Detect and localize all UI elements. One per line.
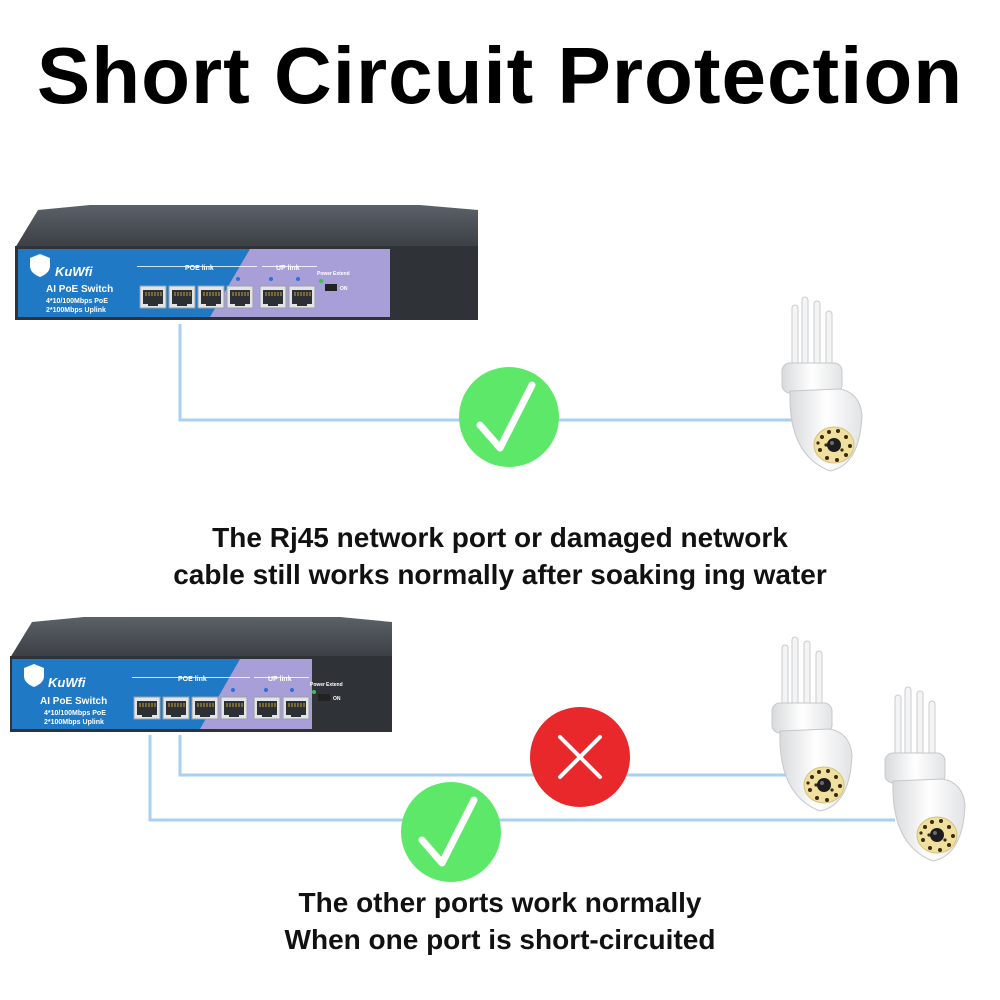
spec-line-2: 2*100Mbps Uplink — [44, 719, 104, 726]
brand-logo-icon — [30, 254, 50, 277]
extend-toggle — [318, 694, 330, 701]
extend-toggle — [325, 284, 337, 291]
rj45-ports — [139, 285, 316, 309]
up-link-label: UP link — [276, 265, 300, 272]
power-label: Power — [317, 271, 332, 277]
lower-cable — [148, 735, 895, 822]
model-name: AI PoE Switch — [46, 284, 113, 295]
bottom-caption-line-2: When one port is short-circuited — [284, 924, 716, 955]
top-caption: The Rj45 network port or damaged network… — [0, 519, 1000, 593]
lower-camera — [884, 686, 966, 862]
brand-logo-icon — [24, 664, 44, 687]
bottom-switch: KuWfi AI PoE Switch 4*10/100Mbps PoE 2*1… — [10, 617, 392, 732]
extend-label: Extend — [333, 271, 350, 277]
poe-link-label: POE link — [178, 676, 207, 683]
brand-name: KuWfi — [55, 264, 93, 279]
checkmark-icon — [476, 381, 536, 452]
model-name: AI PoE Switch — [40, 696, 107, 707]
bottom-caption: The other ports work normally When one p… — [0, 884, 1000, 958]
on-label: ON — [333, 696, 341, 702]
status-leds — [150, 688, 316, 694]
brand-name: KuWfi — [48, 675, 86, 690]
rj45-ports — [133, 696, 310, 720]
bottom-check-badge — [401, 782, 501, 882]
cross-icon — [558, 735, 602, 779]
power-label: Power — [310, 682, 325, 688]
spec-line-2: 2*100Mbps Uplink — [46, 307, 106, 314]
poe-link-label: POE link — [185, 265, 214, 272]
spec-line-1: 4*10/100Mbps PoE — [46, 298, 108, 305]
fail-badge — [530, 707, 630, 807]
spec-line-1: 4*10/100Mbps PoE — [44, 710, 106, 717]
on-label: ON — [340, 286, 348, 292]
top-switch: KuWfi AI PoE Switch 4*10/100Mbps PoE 2*1… — [15, 205, 478, 320]
bottom-caption-line-1: The other ports work normally — [298, 887, 702, 918]
top-cable — [178, 324, 800, 422]
upper-camera — [771, 636, 853, 812]
top-camera — [781, 296, 863, 472]
top-caption-line-1: The Rj45 network port or damaged network — [212, 522, 788, 553]
page-title: Short Circuit Protection — [36, 31, 964, 120]
extend-label: Extend — [326, 682, 343, 688]
top-caption-line-2: cable still works normally after soaking… — [173, 559, 827, 590]
status-leds — [156, 277, 323, 283]
up-link-label: UP link — [268, 676, 292, 683]
top-check-badge — [459, 367, 559, 467]
upper-cable — [178, 735, 790, 777]
checkmark-icon — [418, 796, 478, 867]
